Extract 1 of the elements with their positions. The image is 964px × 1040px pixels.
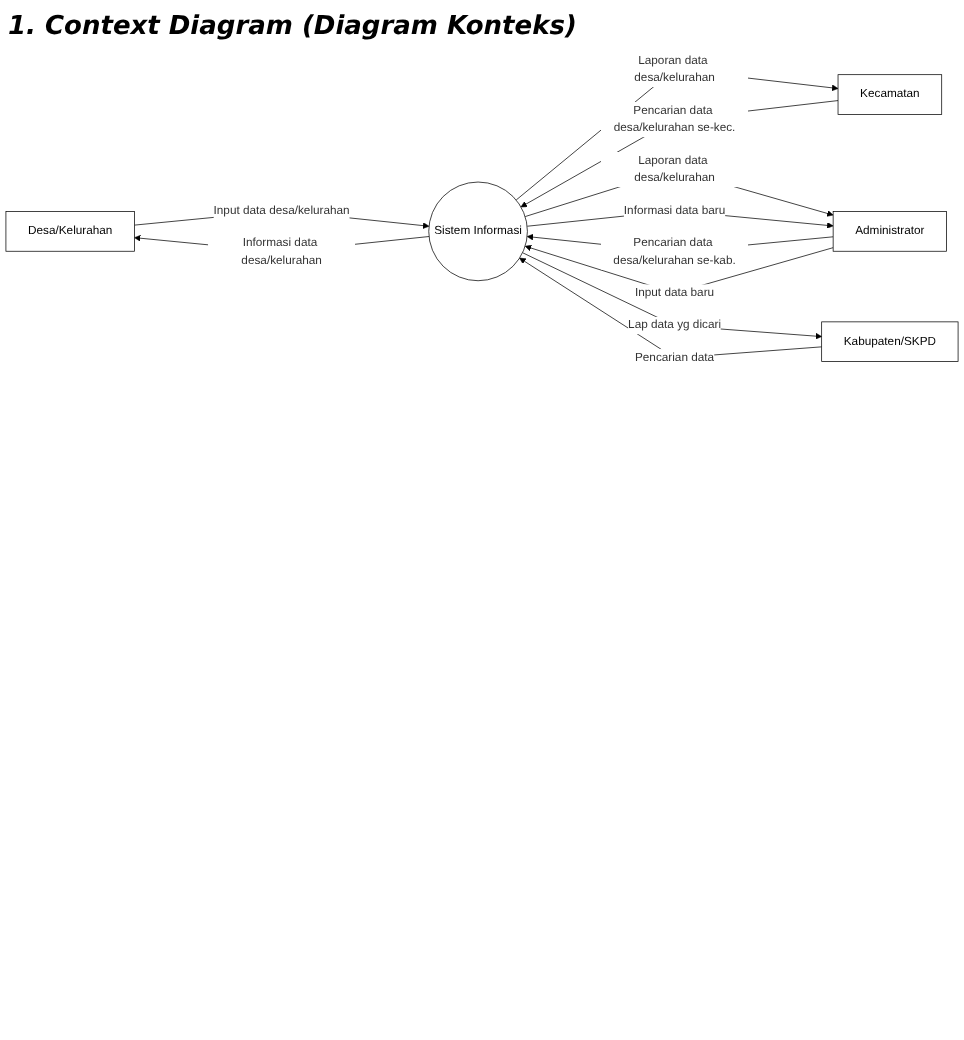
diagram-title: 1. Context Diagram (Diagram Konteks) — [8, 12, 579, 42]
